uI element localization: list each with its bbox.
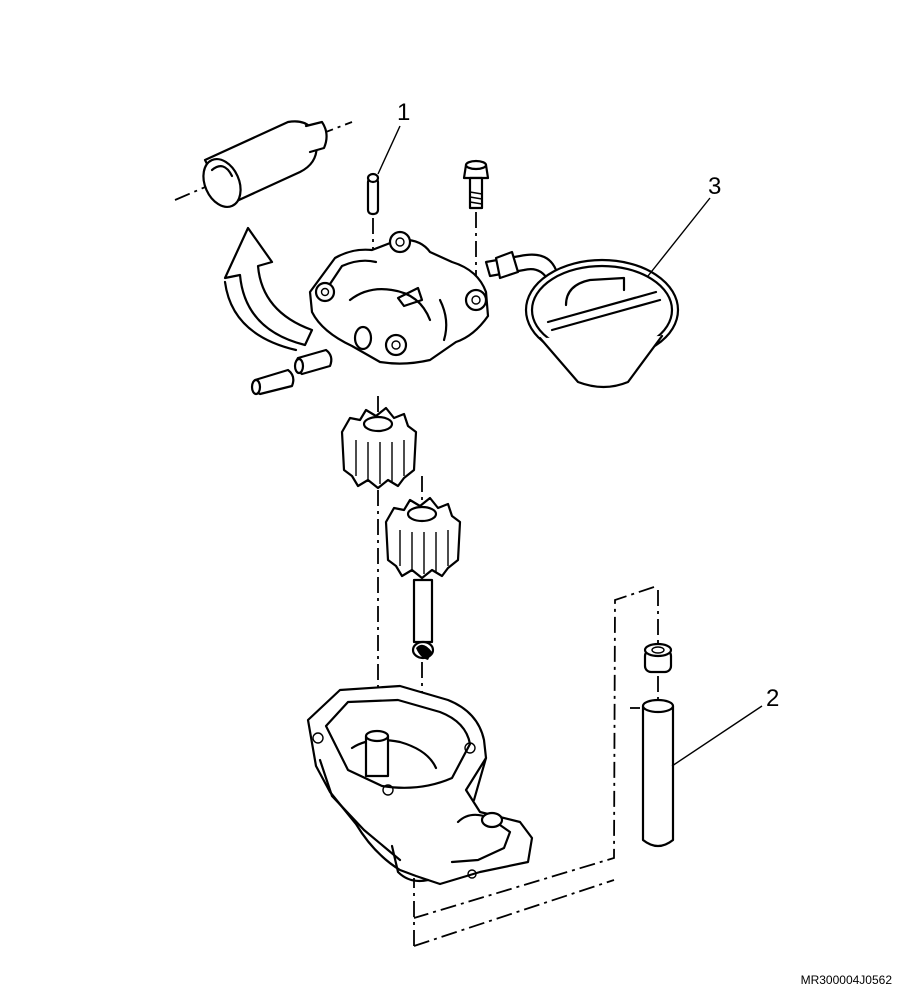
svg-text:2: 2 (766, 685, 779, 712)
callout-2: 2 (671, 685, 779, 767)
pump-cover-icon (308, 230, 558, 365)
callout-1: 1 (377, 99, 410, 175)
pump-body-icon (306, 684, 534, 886)
bolt-icon (462, 159, 490, 290)
svg-text:1: 1 (397, 99, 410, 126)
strainer-icon (524, 258, 680, 389)
cylinder-icon (174, 120, 353, 208)
shaft-icon (630, 590, 675, 848)
callout-3: 3 (647, 173, 721, 277)
arrow-icon (223, 226, 314, 352)
reference-code: MR300004J0562 (800, 973, 892, 987)
assembly-path-line (413, 586, 655, 947)
drive-shaft-icon (411, 578, 435, 660)
gear-icon (384, 476, 462, 580)
gear-icon (340, 396, 418, 490)
dowel-pins-icon (250, 348, 333, 396)
svg-text:3: 3 (708, 173, 721, 200)
